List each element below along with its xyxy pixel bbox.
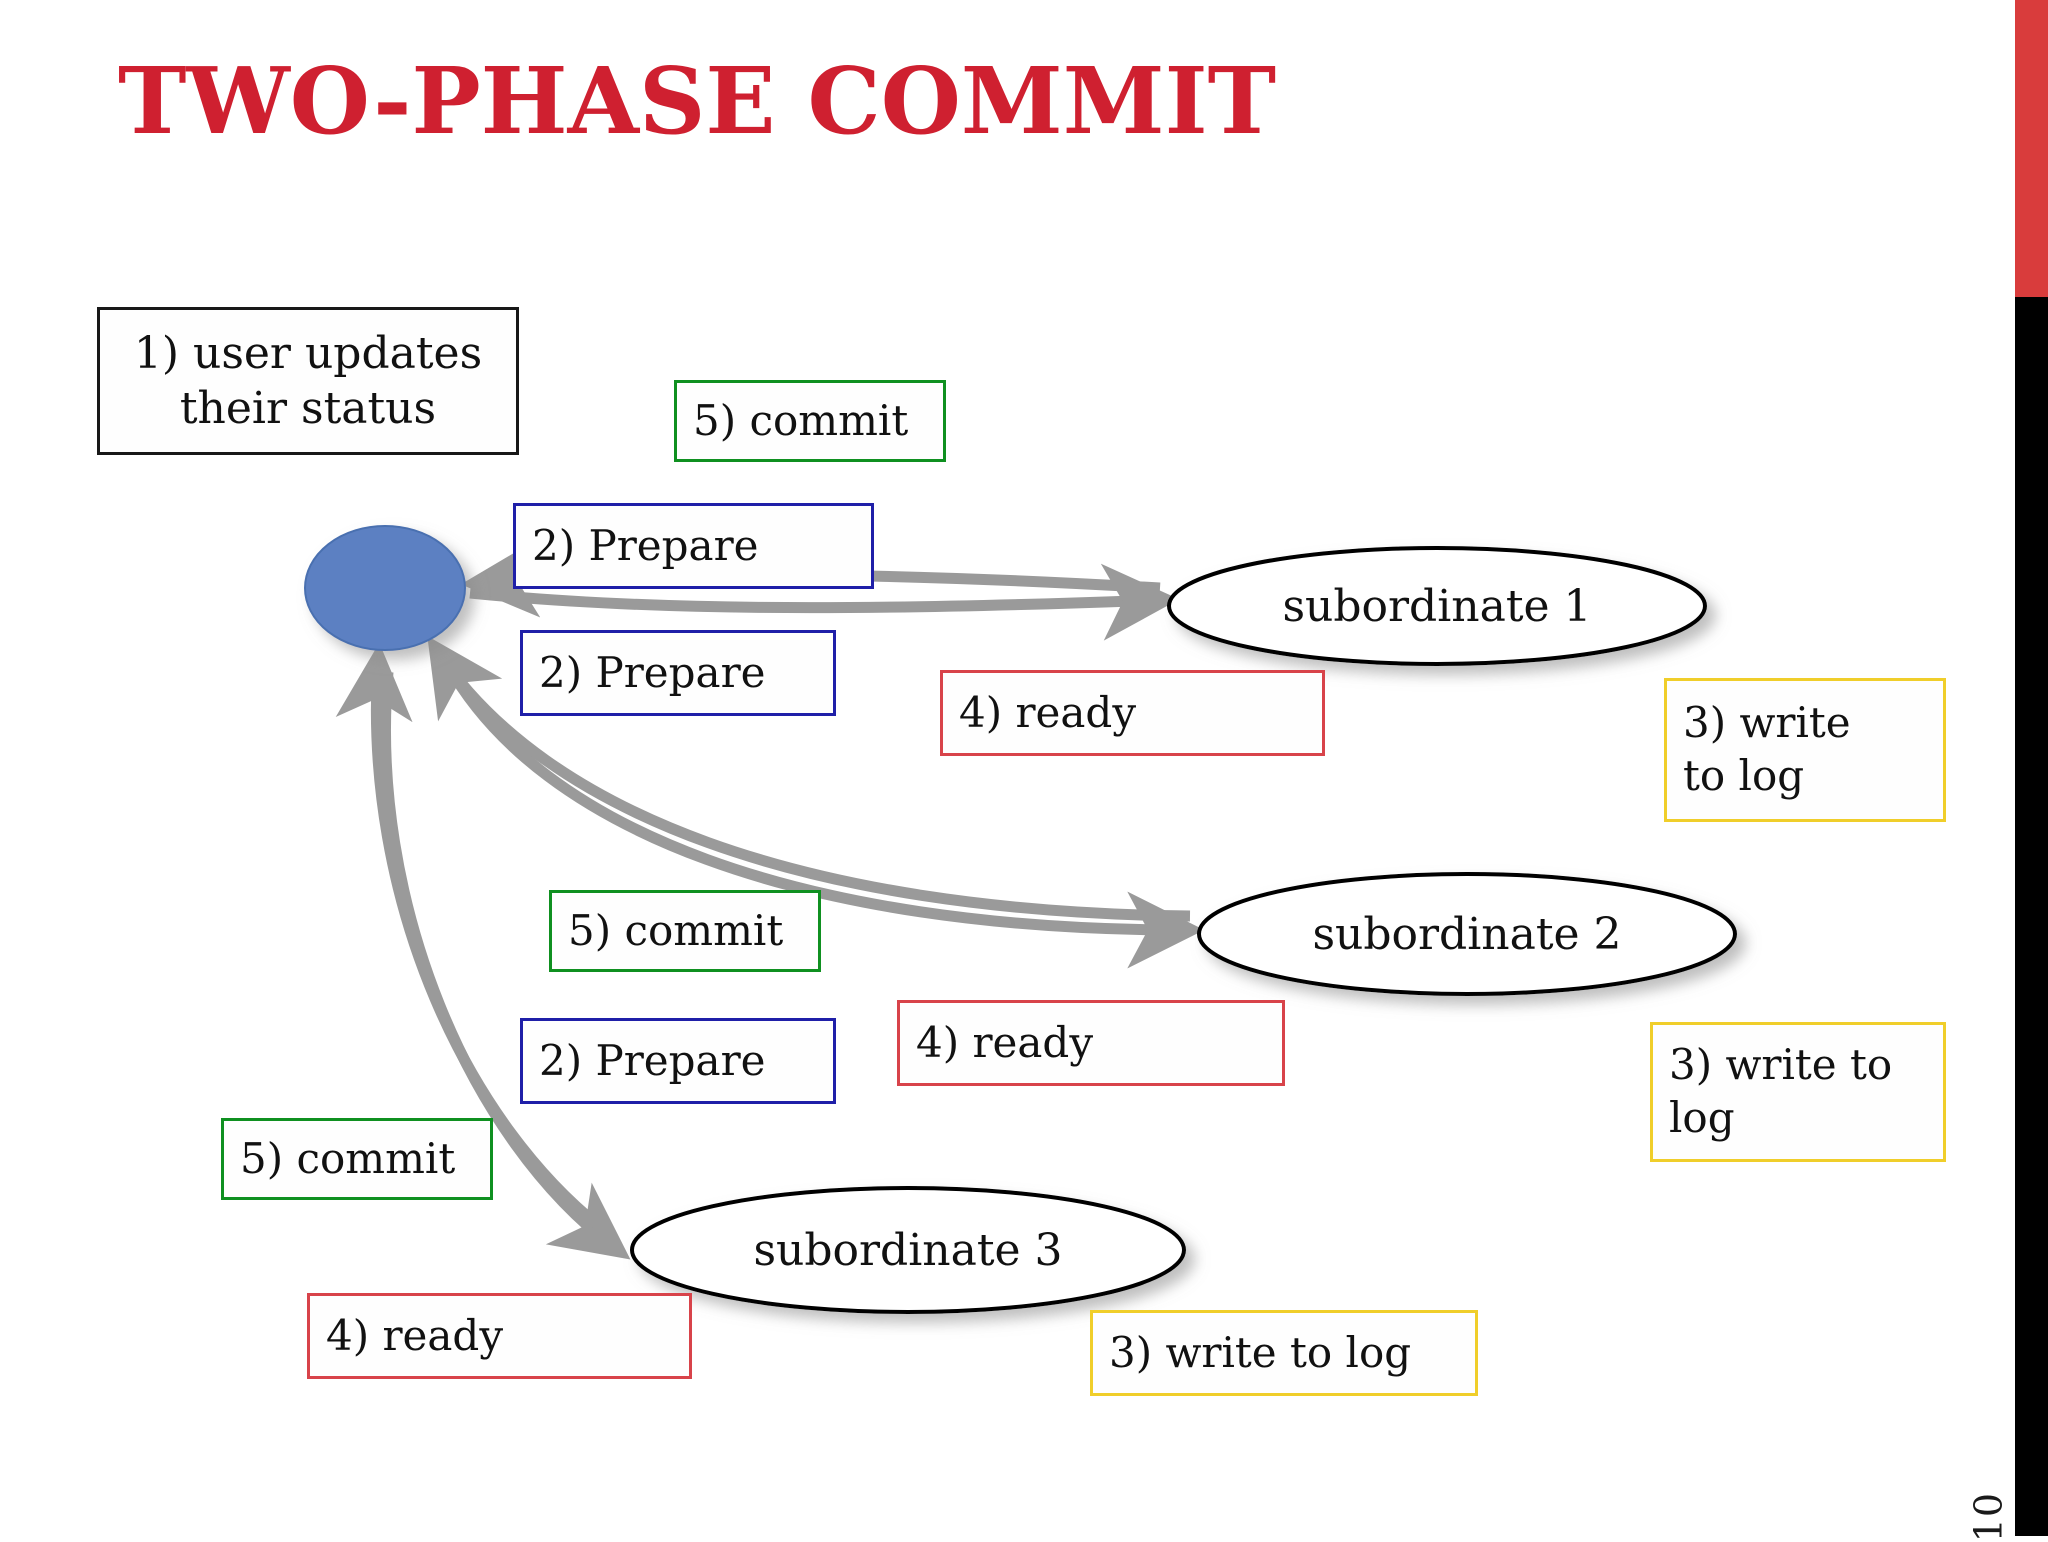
arrow-coordinator-to-subordinate1 [469,563,1180,641]
label-ready-3: 4) ready [307,1293,692,1379]
label-prepare-1: 2) Prepare [513,503,874,589]
label-write-log-1: 3) write to log [1664,678,1946,822]
node-subordinate3[interactable] [630,1186,1186,1314]
label-user-updates: 1) user updates their status [97,307,519,455]
arrow-subordinate2-to-coordinator [427,636,1191,922]
label-commit-top: 5) commit [674,380,946,462]
label-write-log-3: 3) write to log [1090,1310,1478,1396]
label-commit-bottom: 5) commit [221,1118,493,1200]
node-coordinator[interactable] [304,525,466,651]
label-prepare-3: 2) Prepare [520,1018,836,1104]
edge-bar-red [2015,0,2048,297]
label-write-log-2: 3) write to log [1650,1022,1946,1162]
arrow-subordinate3-to-coordinator [335,642,616,1241]
label-prepare-2: 2) Prepare [520,630,836,716]
node-subordinate1[interactable] [1167,546,1707,666]
node-subordinate2[interactable] [1197,872,1737,996]
edge-bar-black [2015,297,2048,1536]
arrow-coordinator-to-subordinate2 [443,662,1205,969]
page-title: TWO-PHASE COMMIT [118,47,1277,155]
label-ready-2: 4) ready [897,1000,1285,1086]
label-commit-mid: 5) commit [549,890,821,972]
label-ready-1: 4) ready [940,670,1325,756]
